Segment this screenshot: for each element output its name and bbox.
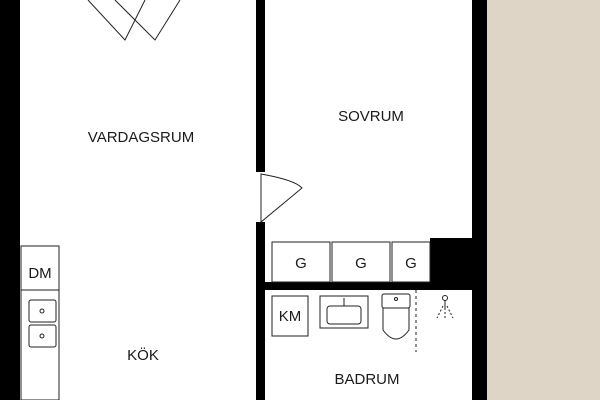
washing-machine (271, 295, 309, 337)
room-label-sovrum: SOVRUM (338, 108, 404, 125)
room-label-badrum: BADRUM (334, 371, 399, 388)
room-label-vardagsrum: VARDAGSRUM (88, 129, 194, 146)
washing-machine-label: KM (279, 308, 302, 325)
right-outer-wall (472, 0, 487, 400)
partition-wall-lower (256, 222, 265, 400)
wardrobe-3 (391, 241, 431, 283)
exterior-area (487, 0, 600, 400)
wardrobe-label-2: G (355, 255, 367, 272)
wardrobe-2 (331, 241, 391, 283)
wardrobe-row (271, 241, 431, 283)
wardrobe-1 (271, 241, 331, 283)
shower-icon (415, 290, 454, 352)
toilet-icon (381, 293, 411, 340)
shaft-block (430, 238, 472, 282)
bathroom-sink-icon (319, 295, 369, 329)
entry-door-swing (87, 0, 181, 41)
walls (0, 0, 487, 400)
bathroom-wall (265, 282, 472, 290)
partition-wall-upper (256, 0, 265, 172)
dishwasher-label: DM (28, 265, 51, 282)
room-label-kok: KÖK (127, 346, 159, 364)
sink-icon (28, 299, 57, 348)
bedroom-door-swing (260, 173, 303, 224)
kitchen-counter (20, 245, 60, 400)
wardrobe-label-3: G (405, 255, 417, 272)
wardrobe-label-1: G (295, 255, 307, 272)
left-outer-wall (0, 0, 20, 400)
